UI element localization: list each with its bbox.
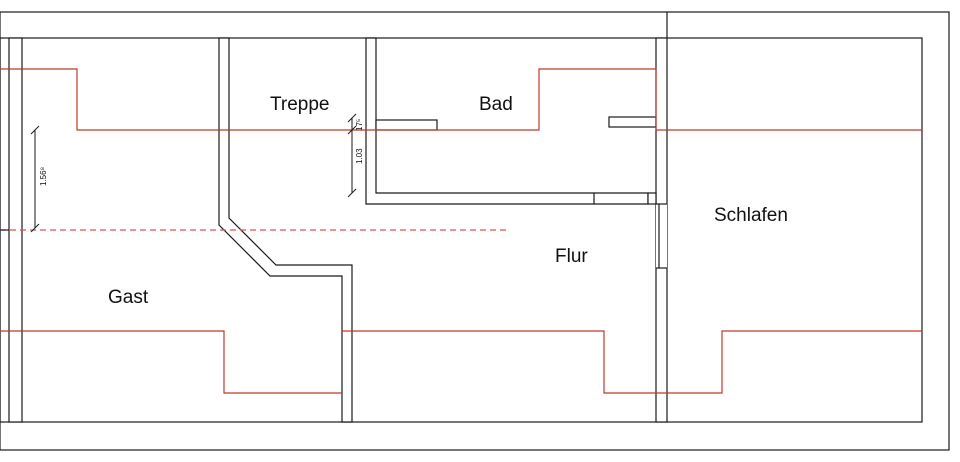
dim-stair-label: 1.03 [355,148,364,164]
door-opening-schlafen [656,204,667,268]
dim-left-tick-top [30,125,40,135]
bad-window-sill-left [375,119,438,131]
roof-line-upper [0,68,922,131]
dim-stair-tick-bottom [347,188,357,198]
exterior-wall-inner [0,37,923,423]
dim-stair-tick-mid [347,125,357,135]
wall-gast-treppe [218,37,353,423]
dim-stair-top-label: 17⁵ [355,119,364,131]
roof-line-lower [0,330,342,394]
dim-left-label: 1.56⁸ [39,167,48,186]
room-label-bad: Bad [479,94,513,115]
roof-line-lower-middle [342,330,922,394]
room-label-schlafen: Schlafen [714,205,788,226]
room-label-treppe: Treppe [270,94,330,115]
flur-corner-post [647,192,657,205]
room-label-gast: Gast [108,287,149,308]
bad-window-sill-right [608,116,657,128]
dim-stair-tick-top [347,113,357,123]
dim-left-tick-bottom [30,223,40,233]
room-label-flur: Flur [555,246,588,267]
outer-frame [0,11,950,451]
